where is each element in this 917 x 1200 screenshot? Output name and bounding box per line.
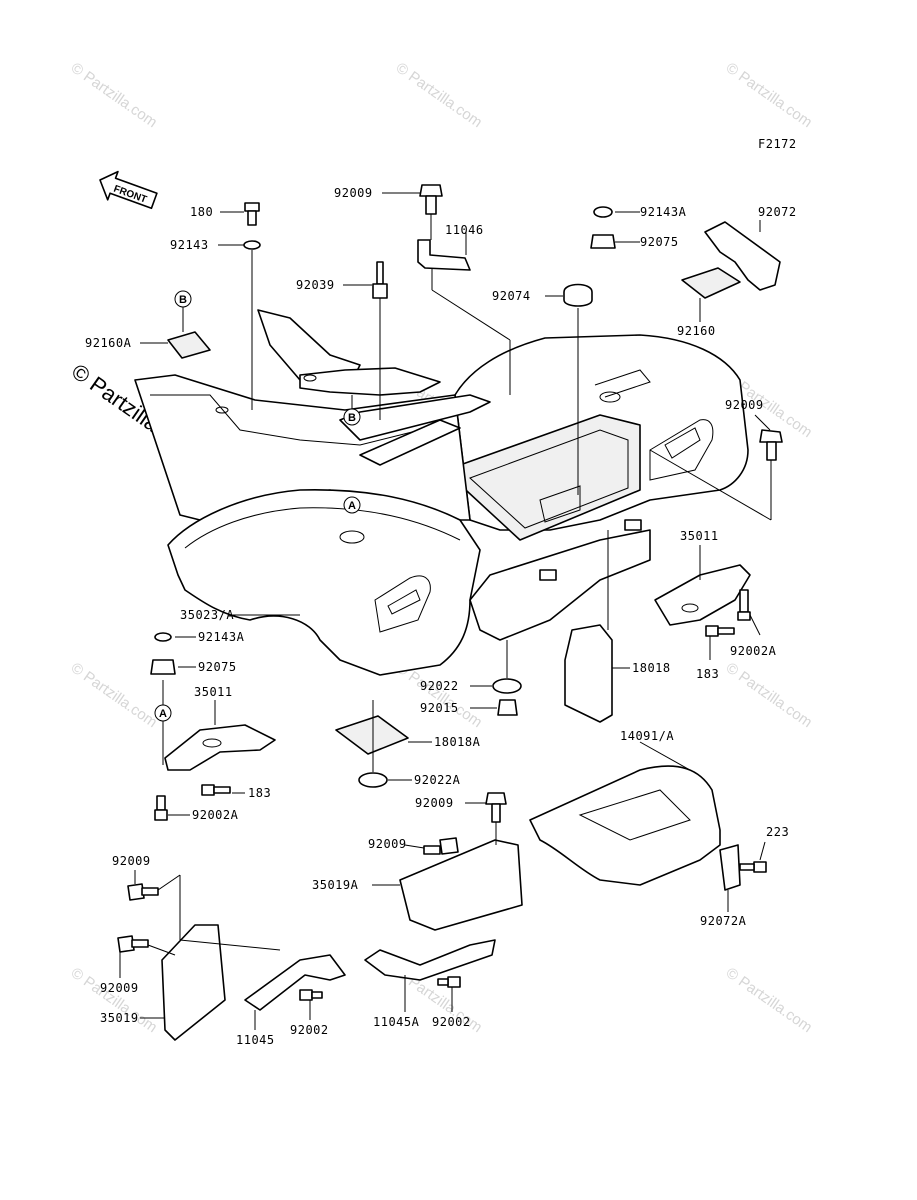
watermark: © Partzilla.com	[68, 964, 161, 1036]
watermark: © Partzilla.com	[723, 964, 816, 1036]
callout-a-left: A	[154, 704, 172, 722]
pin-92039	[372, 261, 388, 299]
bolt-183-left	[201, 784, 231, 796]
label-92002A-right: 92002A	[730, 644, 777, 658]
label-92009-top: 92009	[334, 186, 373, 200]
watermark: © Partzilla.com	[723, 659, 816, 731]
bracket-35011-left	[164, 724, 276, 771]
label-92075-left: 92075	[198, 660, 237, 674]
label-11045: 11045	[236, 1033, 275, 1047]
label-35019A: 35019A	[312, 878, 359, 892]
label-92072: 92072	[758, 205, 797, 219]
pad-18018A	[335, 715, 409, 755]
label-92009-bl1: 92009	[112, 854, 151, 868]
front-arrow: FRONT	[99, 170, 158, 210]
label-183-left: 183	[248, 786, 271, 800]
bolt-92002	[299, 989, 323, 1001]
label-92022: 92022	[420, 679, 459, 693]
label-223: 223	[766, 825, 789, 839]
label-92009-mid1: 92009	[415, 796, 454, 810]
bolt-92009-right	[759, 429, 783, 461]
label-92143: 92143	[170, 238, 209, 252]
callout-b-mid: B	[343, 408, 361, 426]
label-35023A: 35023/A	[180, 608, 234, 622]
grommet-92075-left	[150, 659, 176, 675]
part-labels: 180 92143 92160A 92009 11046 92039 92143…	[85, 186, 797, 1047]
bolt-180	[244, 202, 260, 226]
bolt-92009-top	[419, 184, 443, 215]
label-180: 180	[190, 205, 213, 219]
strap-92072	[704, 221, 781, 291]
watermark: © Partzilla.com	[68, 659, 161, 731]
label-92143A-top: 92143A	[640, 205, 687, 219]
label-92009-mid2: 92009	[368, 837, 407, 851]
label-92072A: 92072A	[700, 914, 747, 928]
spacer-92022A	[358, 772, 388, 788]
label-92002A-left: 92002A	[192, 808, 239, 822]
cap-92074	[563, 283, 593, 307]
strap-92072A	[719, 844, 741, 891]
label-11045A: 11045A	[373, 1015, 420, 1029]
label-92015: 92015	[420, 701, 459, 715]
pad-92160	[681, 267, 741, 299]
label-92039: 92039	[296, 278, 335, 292]
svg-text:A: A	[159, 708, 167, 720]
bolt-92009-mid2	[423, 837, 459, 855]
bolt-183-right	[705, 625, 735, 637]
bolt-92009-bl1	[127, 883, 159, 901]
watermark: © Partzilla.com	[723, 59, 816, 131]
label-18018: 18018	[632, 661, 671, 675]
bolt-92002A-right	[737, 589, 751, 621]
bracket-11045	[244, 954, 346, 1011]
screw-223	[739, 861, 767, 873]
watermark: © Partzilla.com	[68, 59, 161, 131]
rear-fender	[134, 309, 749, 676]
bolt-92009-bl2	[117, 935, 149, 953]
collar-92015	[497, 699, 518, 716]
label-92160A: 92160A	[85, 336, 132, 350]
bracket-18018	[564, 624, 613, 723]
figure-code: F2172	[758, 137, 797, 151]
label-92075-top: 92075	[640, 235, 679, 249]
cover-14091A	[529, 765, 721, 886]
bracket-11045A	[364, 939, 496, 981]
label-92022A: 92022A	[414, 773, 461, 787]
bracket-11046	[417, 239, 471, 271]
bolt-92009-mid1	[485, 792, 507, 823]
flap-35019	[161, 924, 226, 1041]
label-92160: 92160	[677, 324, 716, 338]
pad-92160A	[167, 331, 211, 359]
spacer-92022	[492, 678, 522, 694]
label-92074: 92074	[492, 289, 531, 303]
label-92009-right: 92009	[725, 398, 764, 412]
label-35011-left: 35011	[194, 685, 233, 699]
label-92002-b: 92002	[432, 1015, 471, 1029]
watermark: © Partzilla.com	[393, 59, 486, 131]
callout-a-mid: A	[343, 496, 361, 514]
label-92009-bl2: 92009	[100, 981, 139, 995]
svg-text:B: B	[348, 412, 356, 424]
leader-lines	[119, 192, 772, 1030]
washer-92143A-top	[593, 206, 613, 218]
bracket-35011-right	[654, 564, 751, 626]
svg-text:B: B	[179, 294, 187, 306]
bolt-92002-b	[437, 976, 461, 988]
plate-35019A	[399, 839, 523, 931]
label-92143A-left: 92143A	[198, 630, 245, 644]
label-183-right: 183	[696, 667, 719, 681]
label-14091A: 14091/A	[620, 729, 674, 743]
svg-text:A: A	[348, 500, 356, 512]
label-35019: 35019	[100, 1011, 139, 1025]
label-92002: 92002	[290, 1023, 329, 1037]
washer-92143A-left	[154, 632, 172, 642]
label-35011-right: 35011	[680, 529, 719, 543]
bolt-92002A-left	[154, 795, 168, 821]
label-18018A: 18018A	[434, 735, 481, 749]
callout-b-top: B	[174, 290, 192, 308]
grommet-92075-top	[590, 234, 616, 249]
washer-92143	[243, 240, 261, 250]
label-11046: 11046	[445, 223, 484, 237]
